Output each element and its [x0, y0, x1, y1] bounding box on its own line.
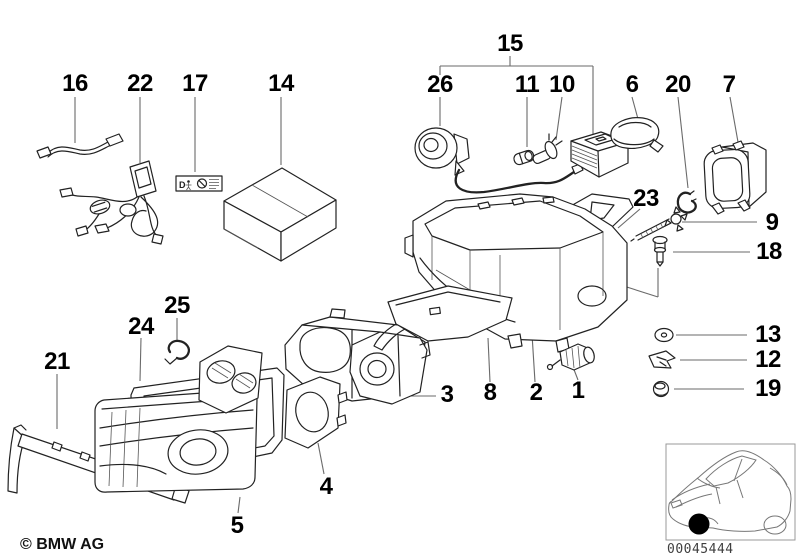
part-number-17[interactable]: 17: [182, 70, 208, 97]
part-number-13[interactable]: 13: [755, 321, 781, 348]
part-number-22[interactable]: 22: [127, 70, 153, 97]
retaining-clip-20-drawing: [676, 190, 697, 214]
info-label-17-drawing: D: [175, 175, 223, 192]
part-number-9[interactable]: 9: [765, 209, 779, 236]
nut-19-drawing: [652, 380, 670, 398]
part-number-12[interactable]: 12: [755, 346, 781, 373]
seal-ring-4-drawing: [284, 376, 348, 449]
part-number-21[interactable]: 21: [44, 348, 70, 375]
inner-bezel-drawing: [198, 345, 263, 414]
headlight-location-marker: [688, 513, 710, 535]
horn-26-drawing: [414, 127, 584, 194]
adjuster-motor-1-drawing: [546, 343, 595, 371]
prohibition-icon: [196, 178, 208, 189]
part-number-20[interactable]: 20: [665, 71, 691, 98]
part-number-14[interactable]: 14: [268, 70, 294, 97]
part-number-19[interactable]: 19: [755, 375, 781, 402]
clip-12-drawing: [648, 350, 676, 369]
lens-5-drawing: [94, 389, 258, 493]
diagram-image-number: 00045444: [667, 542, 734, 557]
clip-25-drawing: [164, 339, 190, 365]
wiring-harness-22-drawing: [59, 160, 164, 245]
part-number-1[interactable]: 1: [571, 377, 585, 404]
part-number-6[interactable]: 6: [625, 71, 639, 98]
part-number-4[interactable]: 4: [319, 473, 333, 500]
cover-panel-8-drawing: [373, 285, 513, 351]
expansion-rivet-18-drawing: [652, 235, 668, 267]
gasket-frame-7-drawing: [703, 140, 767, 215]
washer-13-drawing: [654, 327, 674, 343]
xenon-bulb-10-drawing: [532, 133, 563, 165]
copyright-notice: © BMW AG: [20, 536, 105, 553]
part-number-3[interactable]: 3: [440, 381, 454, 408]
carton-box-14-drawing: [223, 167, 337, 262]
part-number-25[interactable]: 25: [164, 292, 190, 319]
leader-lines: [56, 56, 757, 514]
sticker-letter: D: [179, 180, 186, 190]
projector-unit-3-drawing: [349, 331, 431, 405]
cover-cap-6-drawing: [610, 117, 664, 153]
part-number-2[interactable]: 2: [529, 379, 543, 406]
part-number-23[interactable]: 23: [633, 185, 659, 212]
adjusting-screw-9-drawing: [630, 206, 688, 242]
part-number-5[interactable]: 5: [230, 512, 244, 539]
car-inset: [665, 443, 796, 541]
part-number-15[interactable]: 15: [497, 30, 523, 57]
part-number-24[interactable]: 24: [128, 313, 154, 340]
part-number-8[interactable]: 8: [483, 379, 497, 406]
part-number-11[interactable]: 11: [514, 71, 540, 98]
part-number-16[interactable]: 16: [62, 70, 88, 97]
bulb-11-drawing: [513, 149, 535, 166]
part-number-10[interactable]: 10: [549, 71, 575, 98]
cable-16-drawing: [36, 133, 124, 159]
part-number-18[interactable]: 18: [756, 238, 782, 265]
part-number-7[interactable]: 7: [722, 71, 736, 98]
part-number-26[interactable]: 26: [427, 71, 453, 98]
